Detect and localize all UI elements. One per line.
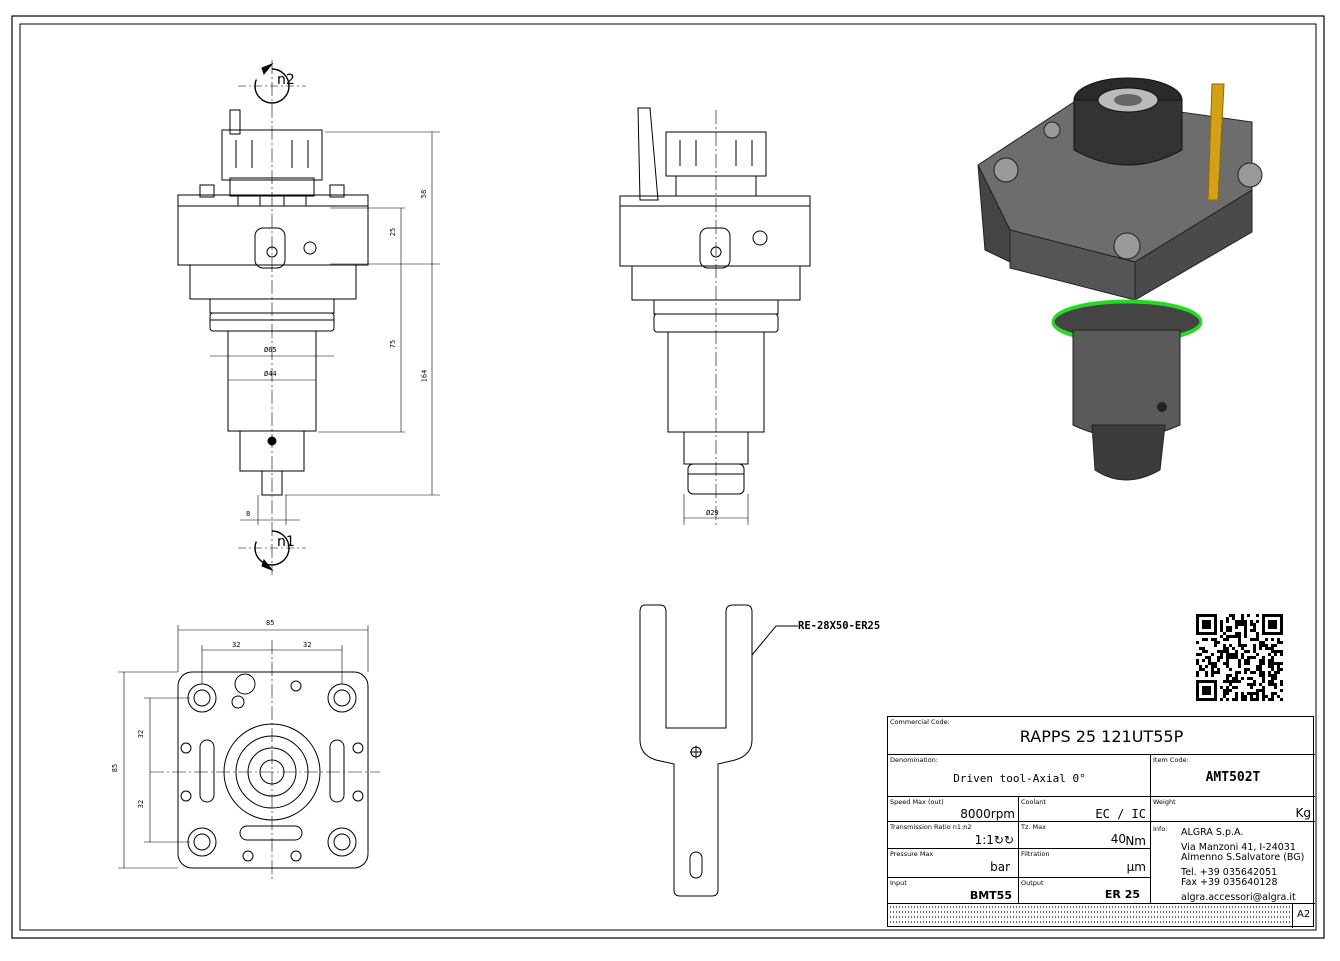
isometric-render bbox=[977, 77, 1263, 481]
ratio: 1:1↻↻ bbox=[974, 833, 1014, 847]
torque-value: 40 bbox=[1110, 832, 1126, 846]
front-view bbox=[177, 60, 369, 575]
telephone: Tel. +39 035642051 bbox=[1181, 867, 1278, 878]
n2-label: n2 bbox=[277, 72, 295, 88]
input: BMT55 bbox=[969, 889, 1012, 902]
title-block: Commercial Code: RAPPS 25 121UT55P Denom… bbox=[887, 716, 1315, 928]
dim-8: 8 bbox=[246, 510, 251, 518]
input-label: Input bbox=[890, 879, 907, 887]
outer-border bbox=[11, 15, 1325, 939]
ratio-label: Transmission Ratio n1:n2 bbox=[890, 823, 972, 831]
filtration-label: Filtration bbox=[1021, 850, 1050, 858]
pressure-label: Pressure Max bbox=[890, 850, 934, 858]
dim-85-vertical: 85 bbox=[111, 763, 120, 773]
speed-label: Speed Max (out) bbox=[890, 798, 944, 806]
item-code-label: Item Code: bbox=[1153, 756, 1189, 764]
dim-32-left: 32 bbox=[232, 641, 241, 649]
dim-d44: Ø44 bbox=[264, 370, 277, 378]
address-line-2: Almenno S.Salvatore (BG) bbox=[1181, 852, 1305, 863]
coolant: EC / IC bbox=[1095, 807, 1146, 821]
n1-label: n1 bbox=[277, 534, 295, 550]
dim-32-upper: 32 bbox=[137, 729, 146, 739]
weight-label: Weight bbox=[1153, 798, 1176, 806]
side-view bbox=[619, 107, 811, 525]
dim-d29: Ø29 bbox=[706, 509, 719, 517]
dim-58: 58 bbox=[420, 189, 429, 199]
qr-code bbox=[1196, 614, 1283, 701]
output-label: Output bbox=[1021, 879, 1044, 887]
dim-d65: Ø65 bbox=[264, 346, 277, 354]
denomination: Driven tool-Axial 0° bbox=[953, 772, 1086, 785]
item-code: AMT502T bbox=[1205, 770, 1261, 785]
email: algra.accessori@algra.it bbox=[1181, 892, 1296, 903]
dim-75: 75 bbox=[389, 339, 398, 349]
dim-32-right: 32 bbox=[303, 641, 312, 649]
commercial-code-label: Commercial Code: bbox=[890, 718, 950, 726]
output: ER 25 bbox=[1104, 888, 1140, 901]
wrench-callout: RE-28X50-ER25 bbox=[798, 620, 881, 632]
commercial-code: RAPPS 25 121UT55P bbox=[1019, 727, 1184, 746]
speed: 8000rpm bbox=[960, 807, 1015, 821]
address-line-1: Via Manzoni 41, I-24031 bbox=[1181, 842, 1296, 853]
dim-85-horizontal: 85 bbox=[266, 619, 275, 627]
denomination-label: Denomination: bbox=[890, 756, 938, 764]
bottom-view-dimensions bbox=[118, 625, 369, 869]
sheet-size: A2 bbox=[1297, 909, 1311, 920]
front-view-dimensions bbox=[210, 131, 440, 525]
dim-25: 25 bbox=[389, 227, 398, 237]
dim-164: 164 bbox=[420, 369, 429, 383]
pressure-unit: bar bbox=[990, 860, 1010, 874]
coolant-label: Coolant bbox=[1021, 798, 1046, 806]
info-label: Info: bbox=[1153, 825, 1168, 833]
bottom-view bbox=[150, 640, 380, 880]
filtration-unit: µm bbox=[1126, 860, 1146, 874]
company: ALGRA S.p.A. bbox=[1181, 827, 1244, 838]
dim-32-lower: 32 bbox=[137, 799, 146, 809]
weight-unit: Kg bbox=[1295, 806, 1312, 820]
wrench-drawing bbox=[639, 604, 798, 897]
torque-label: Tz. Max bbox=[1021, 823, 1046, 831]
side-view-dimensions bbox=[683, 494, 749, 525]
inner-border bbox=[19, 23, 1317, 931]
fax: Fax +39 035640128 bbox=[1181, 877, 1278, 888]
legal-notice-lines bbox=[890, 906, 1290, 924]
torque-unit: Nm bbox=[1125, 834, 1146, 848]
